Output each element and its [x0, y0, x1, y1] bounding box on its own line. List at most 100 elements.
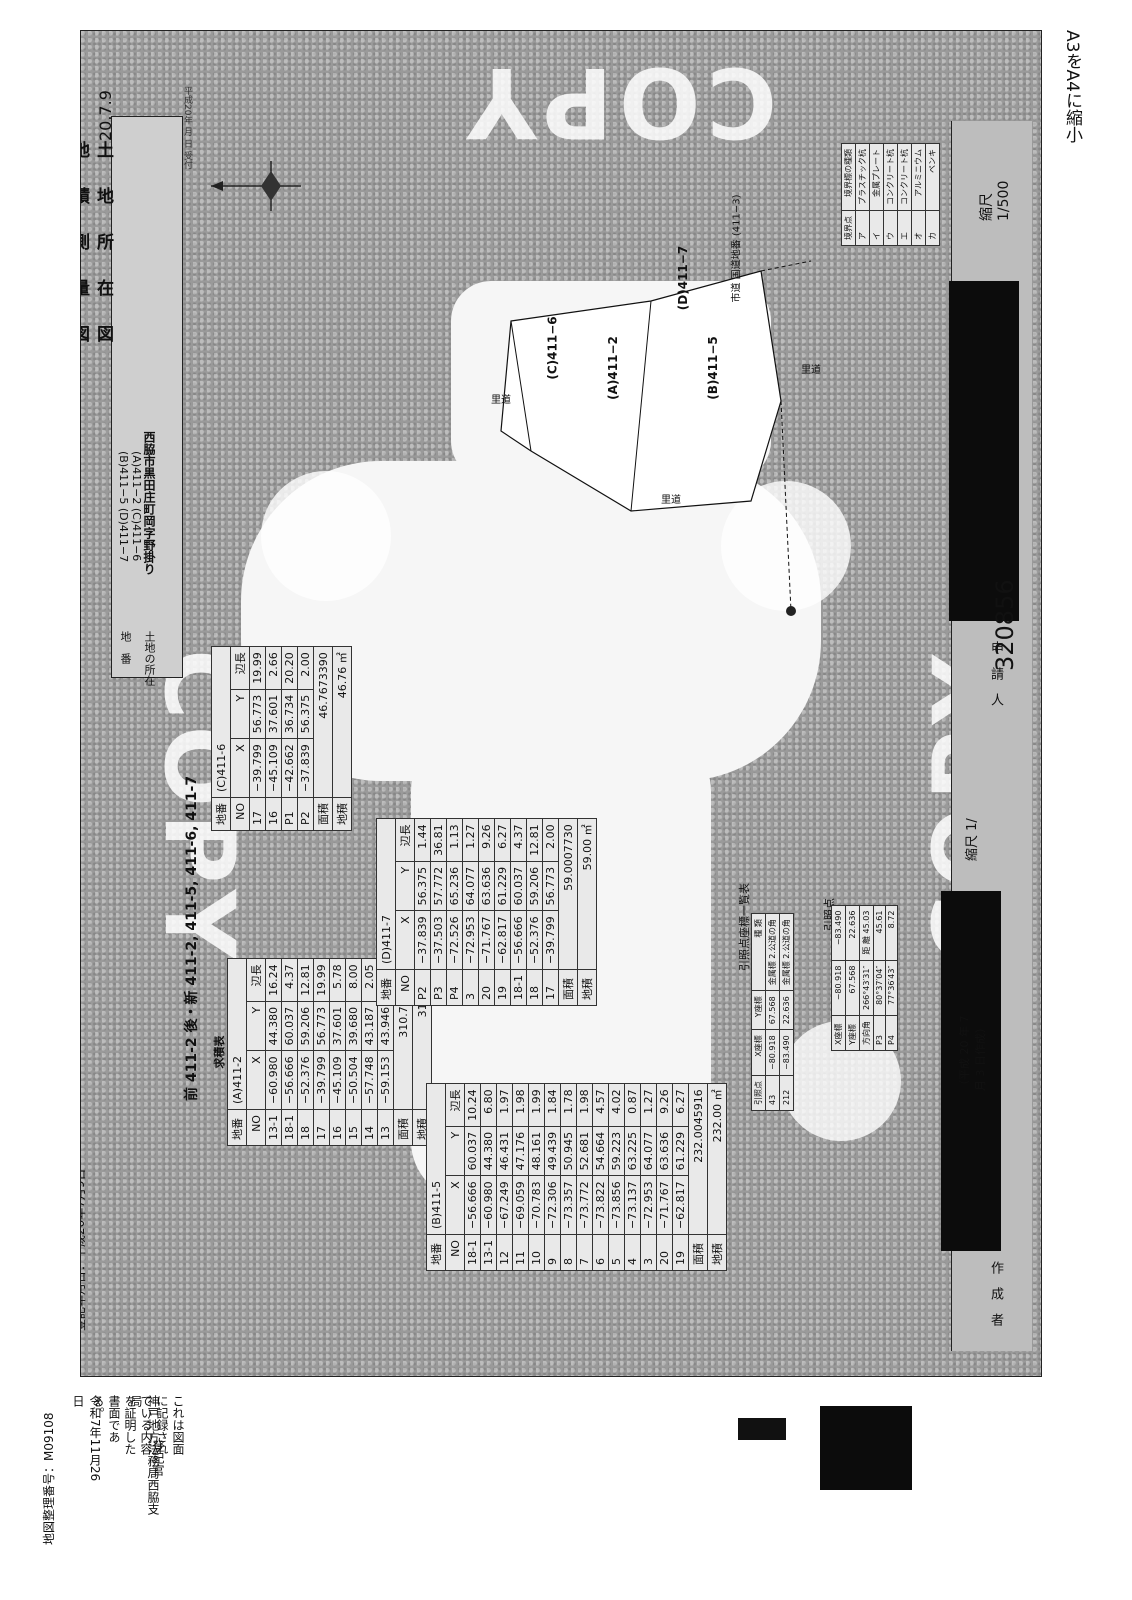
table-cell: −71.767 [656, 1175, 673, 1235]
table-cell: 44.380 [265, 1001, 282, 1051]
table-d-double: 59.0007730 [558, 818, 578, 970]
th: NO [445, 1234, 465, 1271]
th: Y [246, 1001, 266, 1051]
table-cell: Y座標 [845, 1015, 860, 1051]
table-c-double: 46.7673390 [313, 646, 333, 798]
table-cell: 50.945 [560, 1126, 577, 1176]
applicant-redaction [949, 281, 1019, 621]
table-cell: −56.666 [510, 910, 527, 970]
table-cell: −56.666 [464, 1175, 481, 1235]
table-cell: 12.81 [526, 818, 543, 862]
parcel-c-label: (C)411−6 [545, 316, 560, 380]
reduction-note: A3をA4に縮小 [1062, 30, 1082, 143]
table-cell: 60.037 [464, 1126, 481, 1176]
th: 辺長 [395, 818, 415, 862]
table-cell: 19.99 [249, 646, 266, 690]
lot-list: (A)411−2 (C)411−6 (B)411−5 (D)411−7 [117, 451, 143, 563]
table-cell: 59.223 [608, 1126, 625, 1176]
before-after: 前 411-2 後・新 411-2, 411-5, 411-6, 411-7 [184, 775, 200, 1101]
th: 辺長 [246, 958, 266, 1002]
creator-redaction [941, 891, 1001, 1251]
table-cell: −60.980 [265, 1050, 282, 1110]
table-c-double-label: 面積 [313, 797, 333, 831]
scale-right: 縮尺 1/500 [976, 156, 1012, 221]
stamp-date: 20.7.9 [96, 90, 115, 141]
table-cell: ア [855, 210, 870, 246]
table-cell: −72.526 [446, 910, 463, 970]
table-cell: 金属標 2.公道の角 [779, 913, 794, 991]
table-cell: 77°36′43″ [885, 960, 898, 1016]
table-cell: 2.66 [265, 646, 282, 690]
table-cell: 11 [512, 1234, 529, 1271]
table-cell: 22.636 [845, 905, 860, 961]
table-cell: P2 [297, 797, 314, 831]
table-cell: 4.02 [608, 1083, 625, 1127]
table-a-parcel-label: 地番 [227, 1109, 247, 1146]
table-cell: −39.799 [249, 738, 266, 798]
table-cell: 1.97 [496, 1083, 513, 1127]
table-cell: −59.153 [377, 1050, 394, 1110]
table-cell: 45.61 [873, 905, 886, 961]
serial-number: 320856 [991, 579, 1019, 671]
table-cell: 13 [377, 1109, 394, 1146]
table-cell: アルミニウム [911, 143, 926, 211]
table-cell: 43 [765, 1075, 780, 1111]
table-cell: 67.568 [845, 960, 860, 1016]
table-cell: −37.839 [414, 910, 431, 970]
table-cell: 1.78 [560, 1083, 577, 1127]
table-cell: プラスチック杭 [855, 143, 870, 211]
th: 引照点 [751, 1075, 766, 1111]
table-a-parcel: (A)411-2 [227, 958, 247, 1110]
table-cell: 9.26 [478, 818, 495, 862]
th: X [230, 738, 250, 798]
th: Y [230, 689, 250, 739]
table-d-header: NO X Y 辺長 [395, 818, 415, 1006]
table-cell: 10 [528, 1234, 545, 1271]
table-cell: −52.376 [526, 910, 543, 970]
table-cell: 6 [592, 1234, 609, 1271]
table-b-header: NO X Y 辺長 [445, 1083, 465, 1271]
table-cell: 3 [640, 1234, 657, 1271]
table-cell: 63.636 [478, 861, 495, 911]
table-cell: −73.357 [560, 1175, 577, 1235]
table-cell: 金属標 2.公道の角 [765, 913, 780, 991]
table-cell: 4.37 [510, 818, 527, 862]
th: 辺長 [445, 1083, 465, 1127]
registrar-seal-small [738, 1418, 786, 1440]
table-cell: 36.734 [281, 689, 298, 739]
north-arrow-icon [211, 161, 301, 211]
title-block [111, 116, 183, 678]
table-cell: 17 [313, 1109, 330, 1146]
table-cell: エ [897, 210, 912, 246]
table-b-area: 232.00 ㎡ [707, 1083, 727, 1235]
table-cell: 65.236 [446, 861, 463, 911]
th: 辺長 [230, 646, 250, 690]
table-cell: −52.376 [297, 1050, 314, 1110]
table-cell: 0.87 [624, 1083, 641, 1127]
table-cell: 12 [496, 1234, 513, 1271]
table-cell: −57.748 [361, 1050, 378, 1110]
table-cell: −37.503 [430, 910, 447, 970]
table-cell: 266°43′31″ [859, 960, 874, 1016]
table-row: イ金属プレート [869, 143, 884, 246]
table-cell: 57.772 [430, 861, 447, 911]
table-cell: 43.946 [377, 1001, 394, 1051]
table-cell: 20.20 [281, 646, 298, 690]
table-cell: 16 [329, 1109, 346, 1146]
